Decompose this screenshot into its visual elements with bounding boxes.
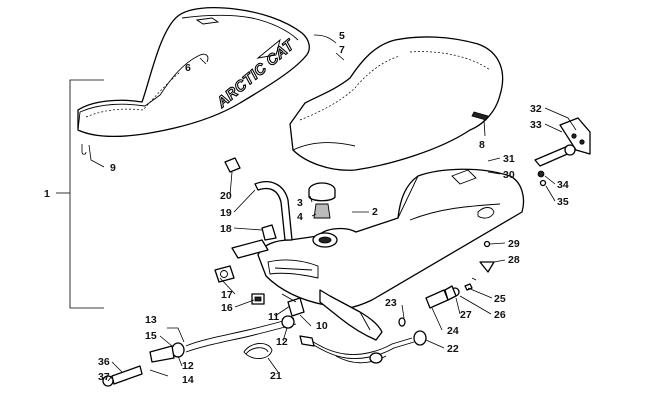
fuel-tank [231,168,525,341]
small-hardware [214,265,305,317]
callout-18: 18 [220,223,232,235]
seat-assembly: ARCTIC CAT [77,7,310,138]
callout-19: 19 [220,207,232,219]
callout-4: 4 [297,211,303,223]
callout-20: 20 [220,190,232,202]
callout-30: 30 [503,169,515,181]
callout-3: 3 [297,197,303,209]
callout-15: 15 [145,330,157,342]
callout-29: 29 [508,238,520,250]
callout-33: 33 [530,119,542,131]
cable-assembly [299,317,427,364]
callout-12-upper: 12 [276,336,288,348]
callout-14: 14 [182,374,194,386]
callout-26: 26 [494,309,506,321]
callout-22: 22 [447,343,459,355]
callout-23: 23 [385,297,397,309]
callout-9: 9 [110,162,116,174]
callout-labels: 1 2 3 4 5 6 7 8 9 10 11 12 12 13 14 15 1… [44,30,569,386]
callout-7: 7 [339,44,345,56]
leader-lines [56,34,577,382]
callout-32: 32 [530,103,542,115]
callout-21: 21 [270,370,282,382]
callout-16: 16 [221,302,233,314]
callout-10: 10 [316,320,328,332]
callout-12-lower: 12 [182,360,194,372]
callout-1: 1 [44,188,50,200]
callout-31: 31 [503,153,515,165]
hose-clamps [243,343,273,359]
vent-hose [224,157,293,241]
callout-17: 17 [221,289,233,301]
callout-35: 35 [557,196,569,208]
seat-cover [289,36,504,171]
callout-34: 34 [557,179,569,191]
callout-37: 37 [98,371,110,383]
callout-2: 2 [372,206,378,218]
gauge-sender [425,240,495,309]
callout-24: 24 [447,325,459,337]
callout-25: 25 [494,293,506,305]
callout-6: 6 [185,62,191,74]
callout-27: 27 [460,309,472,321]
callout-36: 36 [98,356,110,368]
rear-bracket [534,117,591,187]
callout-11: 11 [268,311,279,323]
fuel-cap [308,182,336,219]
callout-28: 28 [508,254,520,266]
callout-8: 8 [479,139,485,151]
callout-5: 5 [339,30,345,42]
callout-13: 13 [145,314,157,326]
